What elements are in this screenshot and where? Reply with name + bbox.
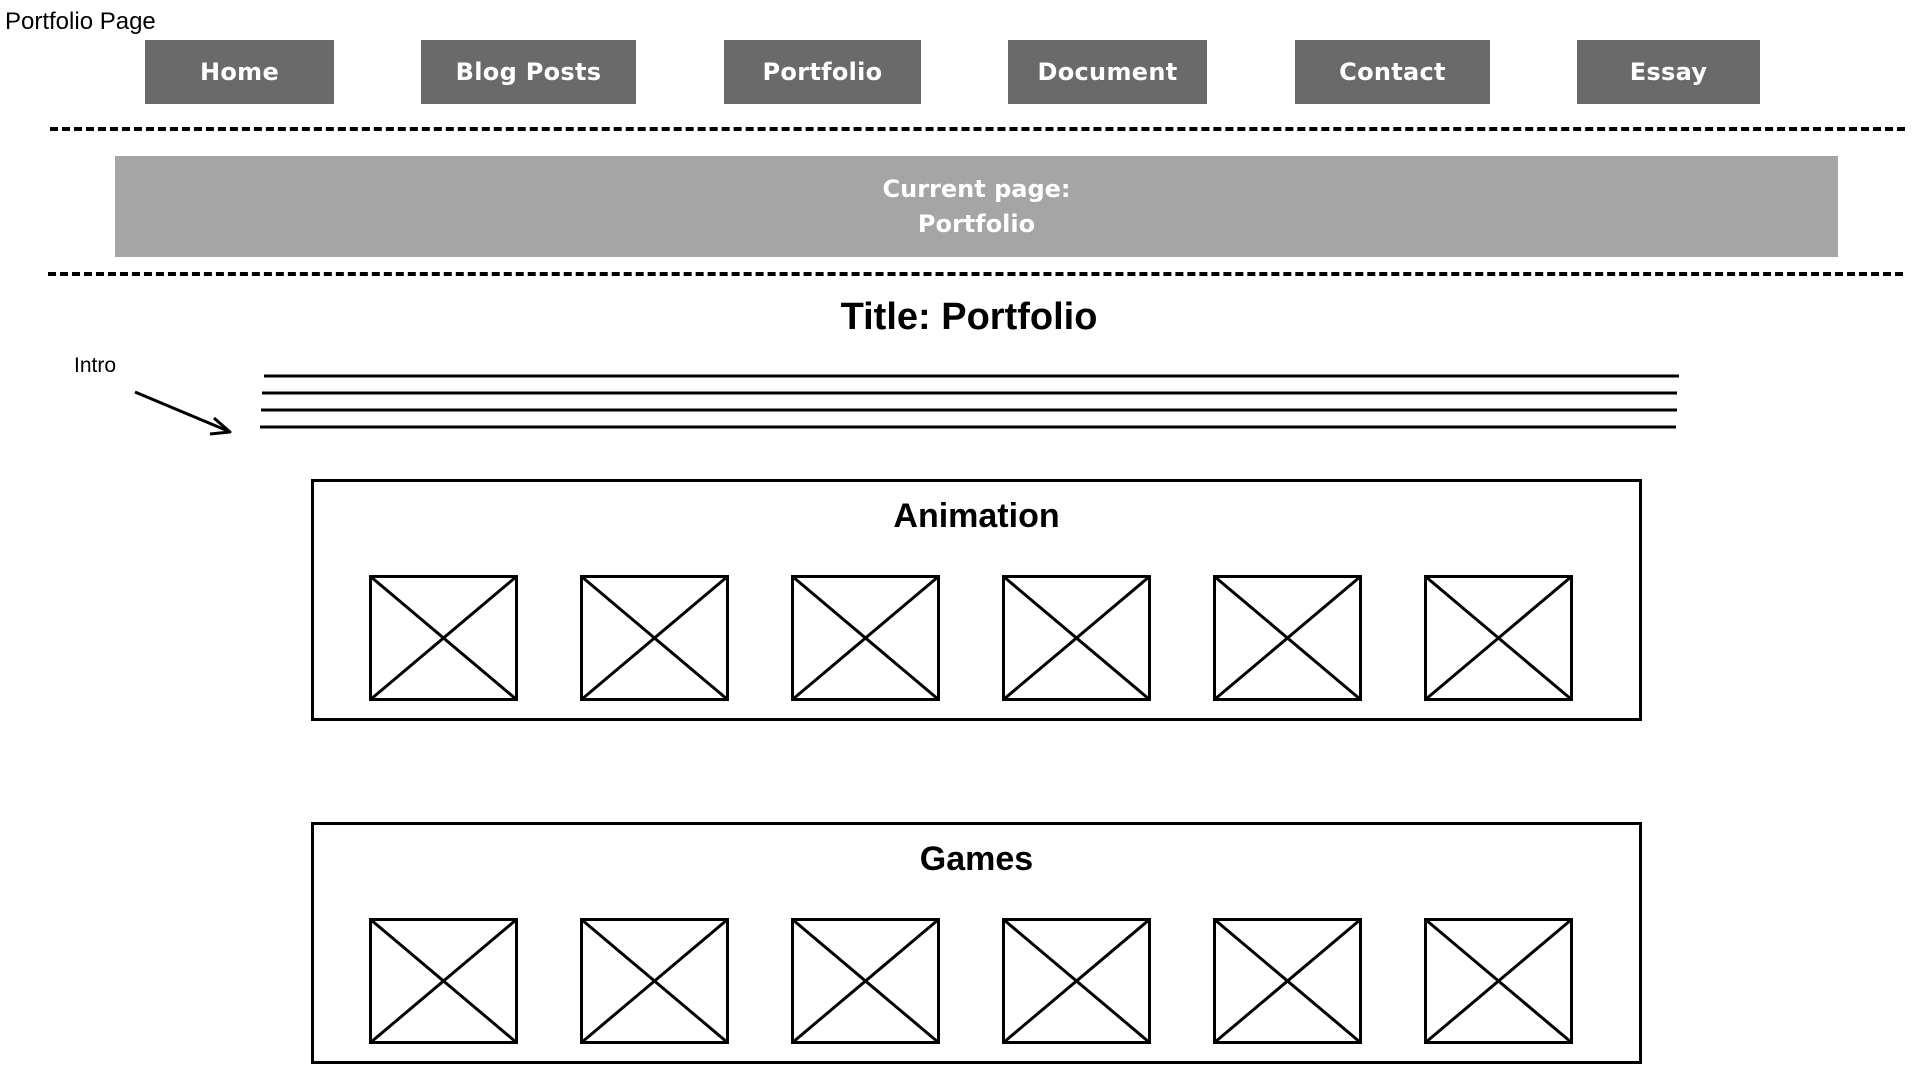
nav-contact-button[interactable]: Contact <box>1295 40 1490 104</box>
arrow-icon <box>134 390 232 436</box>
section-title: Games <box>919 840 1034 878</box>
current-page-value: Portfolio <box>917 209 1036 238</box>
games-section: Games <box>311 822 1642 1064</box>
image-placeholder-icon[interactable] <box>1002 918 1151 1044</box>
intro-text-lines <box>260 374 1679 429</box>
nav-home-button[interactable]: Home <box>145 40 334 104</box>
image-placeholder-icon[interactable] <box>1424 918 1573 1044</box>
image-placeholder-icon[interactable] <box>369 575 518 701</box>
section-title: Animation <box>893 497 1060 535</box>
nav-blog-posts-button[interactable]: Blog Posts <box>421 40 636 104</box>
image-placeholder-icon[interactable] <box>580 918 729 1044</box>
image-placeholder-icon[interactable] <box>1213 918 1362 1044</box>
top-divider <box>50 127 1905 131</box>
page-title: Title: Portfolio <box>840 296 1098 338</box>
image-placeholder-icon[interactable] <box>791 575 940 701</box>
nav-essay-button[interactable]: Essay <box>1577 40 1760 104</box>
nav-document-button[interactable]: Document <box>1008 40 1207 104</box>
image-placeholder-icon[interactable] <box>1213 575 1362 701</box>
intro-annotation <box>134 374 1679 436</box>
image-placeholder-icon[interactable] <box>369 918 518 1044</box>
bottom-divider <box>48 272 1903 276</box>
image-placeholder-icon[interactable] <box>580 575 729 701</box>
image-placeholder-icon[interactable] <box>1002 575 1151 701</box>
animation-section: Animation <box>311 479 1642 721</box>
image-placeholder-icon[interactable] <box>791 918 940 1044</box>
current-page-banner: Current page: Portfolio <box>115 156 1838 257</box>
nav-portfolio-button[interactable]: Portfolio <box>724 40 921 104</box>
current-page-label: Current page: <box>882 174 1071 203</box>
image-placeholder-icon[interactable] <box>1424 575 1573 701</box>
page-label: Portfolio Page <box>5 8 156 35</box>
intro-label: Intro <box>74 354 117 377</box>
